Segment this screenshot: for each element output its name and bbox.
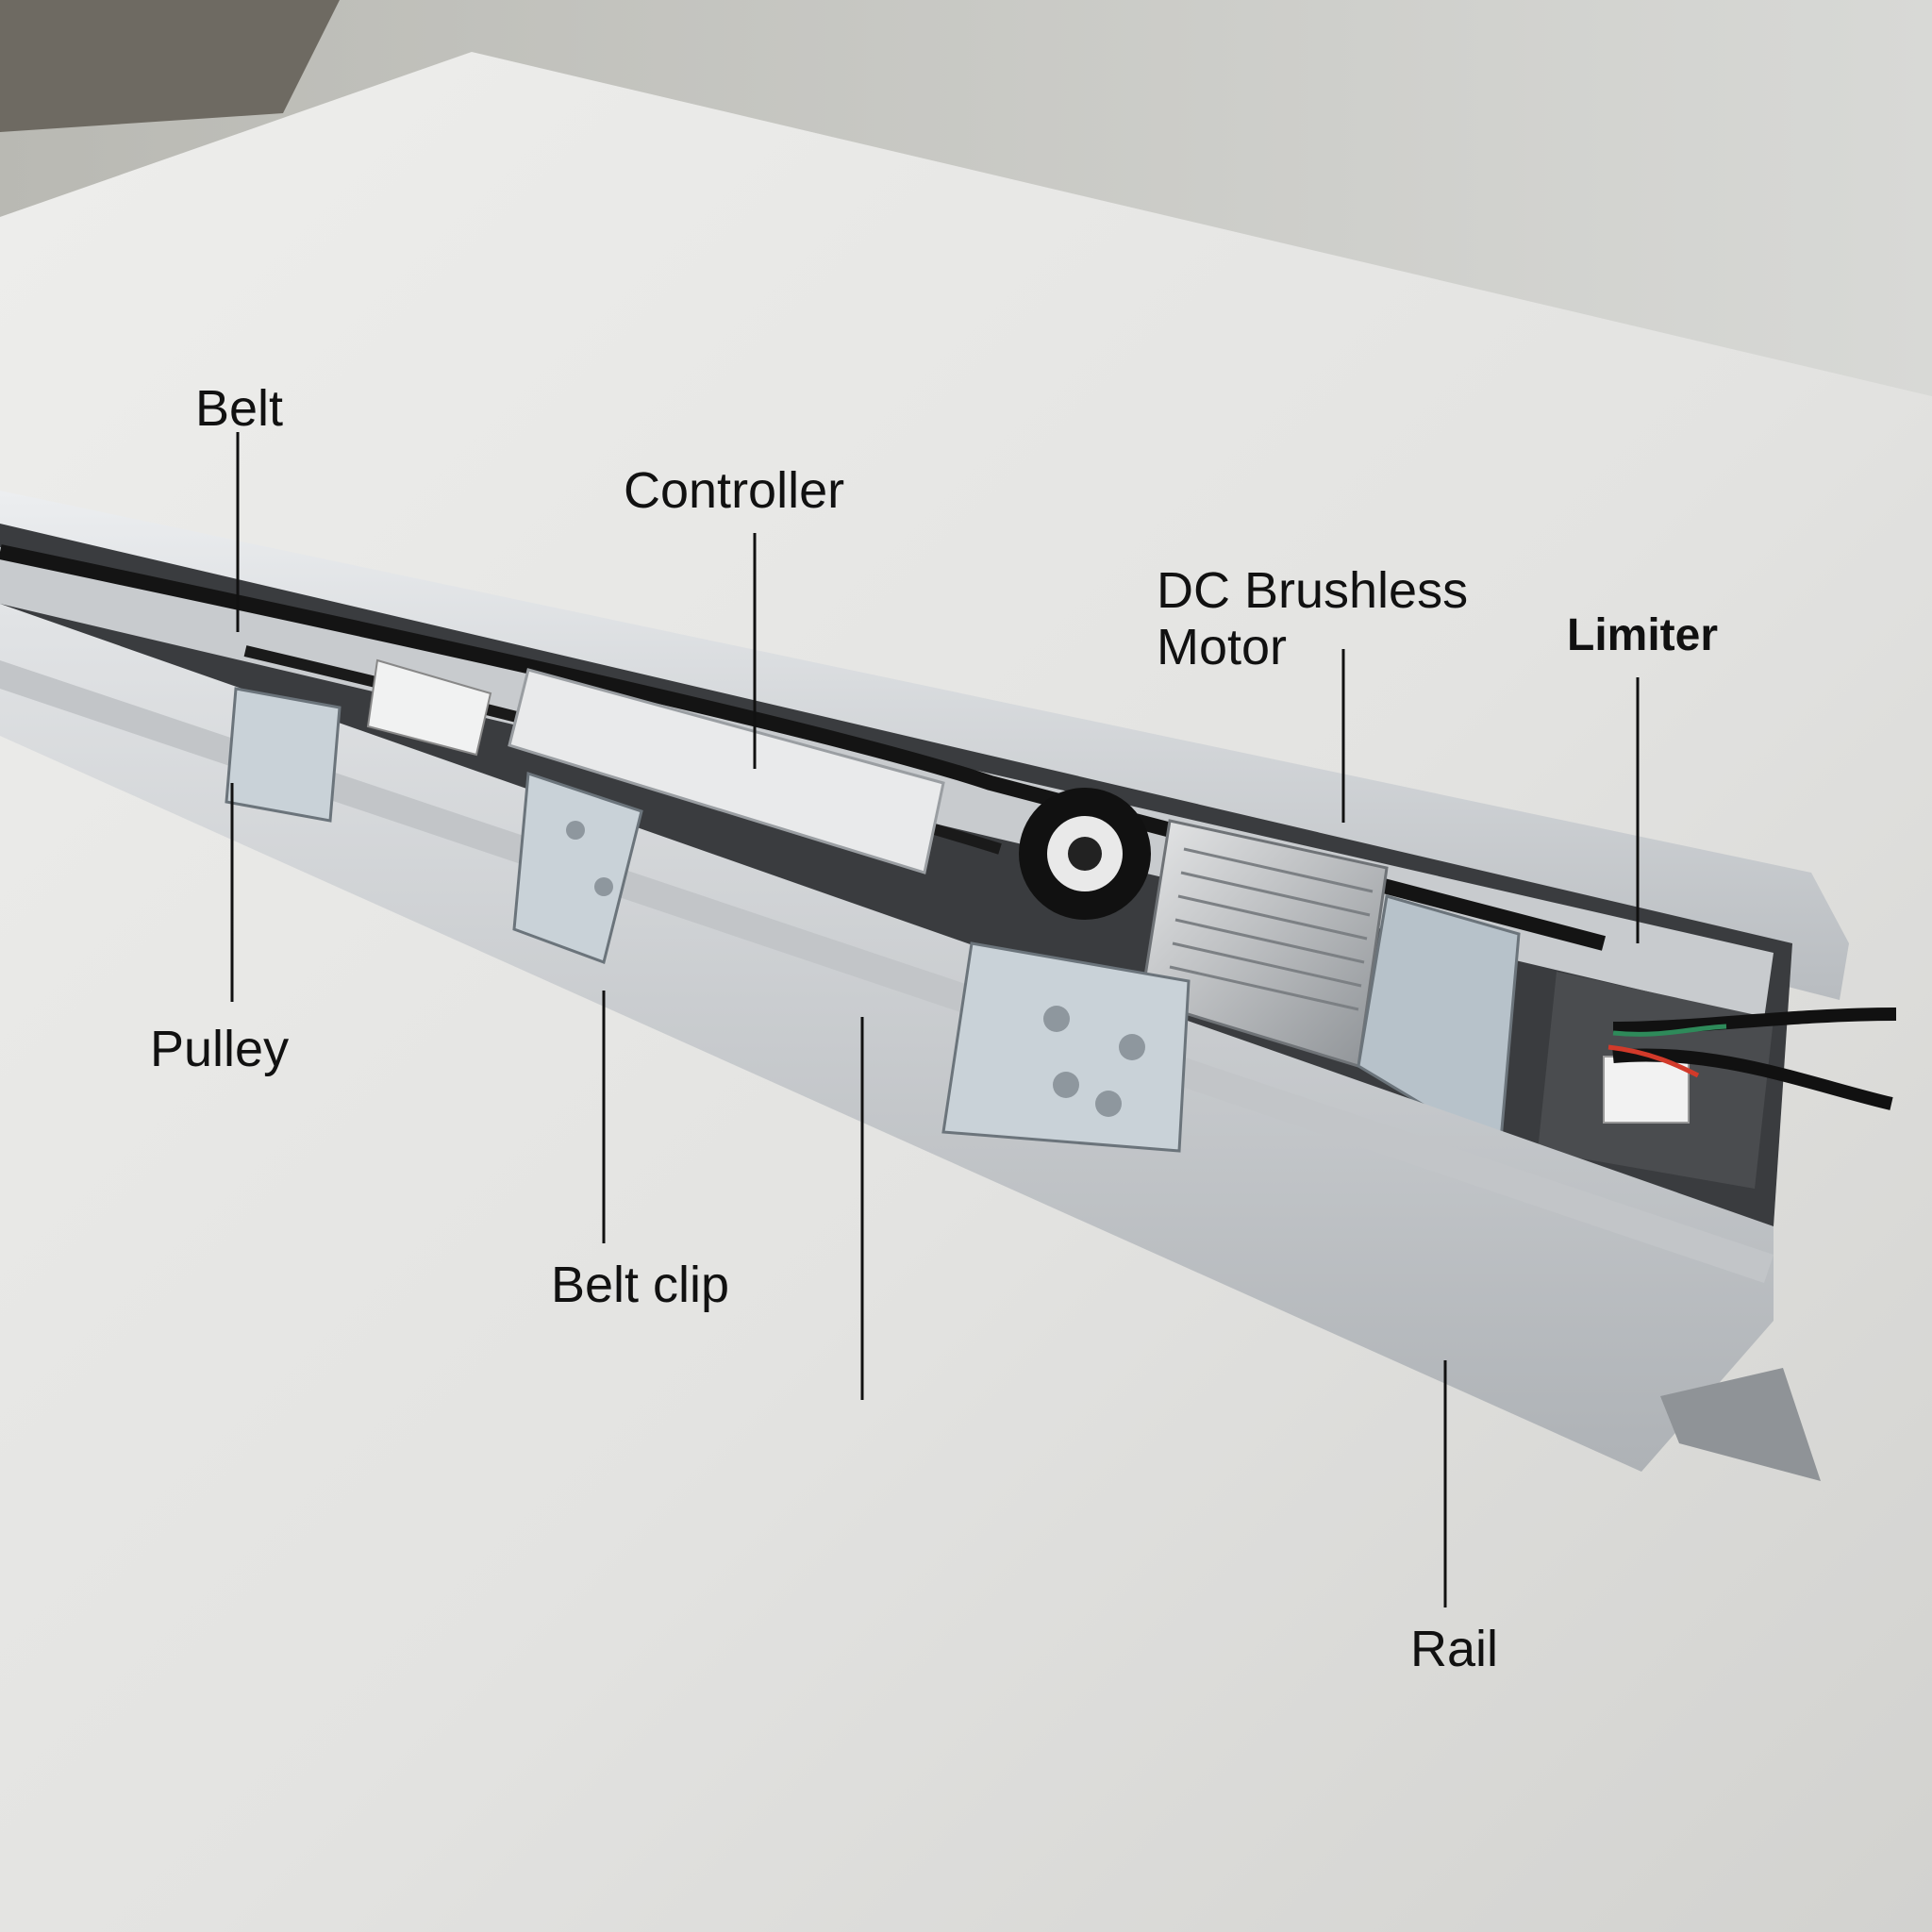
limiter-label: Limiter [1567, 610, 1719, 660]
belt-clip-bracket-right [941, 941, 1191, 1153]
belt-clip-bracket-left [512, 771, 643, 964]
motor-label-line1: DC Brushless [1157, 562, 1469, 619]
floor-corner [0, 0, 340, 132]
end-cap [1660, 1368, 1821, 1481]
switch-module [366, 658, 492, 757]
belt-clip-label: Belt clip [551, 1257, 730, 1313]
controller-label: Controller [624, 462, 845, 519]
rail-label: Rail [1410, 1621, 1499, 1677]
belt-label: Belt [195, 380, 284, 437]
pulley-bracket [225, 687, 341, 823]
controller-box [508, 668, 945, 874]
power-cable-1 [1612, 1008, 1897, 1035]
belt-strip [0, 544, 1607, 951]
motor-label-line2: Motor [1157, 619, 1288, 675]
pulley-label: Pulley [150, 1021, 290, 1077]
terminal-block [1603, 1056, 1690, 1124]
